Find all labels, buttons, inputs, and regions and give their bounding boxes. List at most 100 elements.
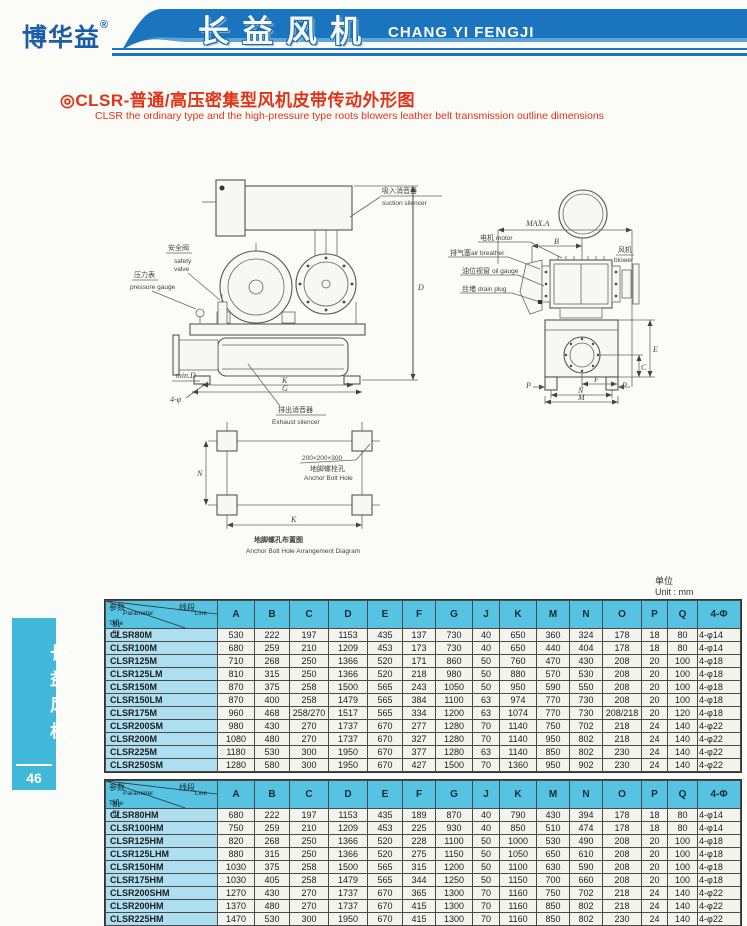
value-cell: 680: [217, 808, 255, 822]
value-cell: 375: [254, 860, 290, 874]
value-cell: 1366: [328, 847, 368, 861]
value-cell: 300: [289, 758, 329, 772]
value-cell: 1030: [217, 860, 255, 874]
value-cell: 430: [569, 654, 603, 668]
exhaust-silencer-label-en: Exhaust silencer: [272, 419, 321, 426]
value-cell: 980: [217, 719, 255, 733]
corner-line-en: Line: [194, 790, 207, 797]
value-cell: 480: [254, 732, 290, 746]
value-cell: 950: [499, 680, 537, 694]
value-cell: 210: [289, 821, 329, 835]
value-cell: 70: [472, 719, 500, 733]
value-cell: 208: [602, 654, 642, 668]
anchor-dim-n-label: N: [196, 469, 203, 478]
value-cell: 258: [289, 680, 329, 694]
value-cell: 590: [536, 680, 570, 694]
value-cell: 650: [499, 641, 537, 655]
value-cell: 960: [217, 706, 255, 720]
value-cell: 208: [602, 860, 642, 874]
value-cell: 860: [435, 654, 473, 668]
value-cell: 1300: [435, 899, 473, 913]
model-cell: CLSR250SM: [105, 758, 218, 772]
value-cell: 218: [402, 667, 436, 681]
value-cell: 950: [536, 732, 570, 746]
value-cell: 730: [435, 628, 473, 642]
value-cell: 670: [367, 886, 403, 900]
value-cell: 474: [569, 821, 603, 835]
value-cell: 415: [402, 899, 436, 913]
value-cell: 315: [254, 667, 290, 681]
value-cell: 24: [641, 732, 668, 746]
value-cell: 4-φ22: [697, 758, 741, 772]
side-tab-brand: 长益风机: [47, 644, 66, 748]
value-cell: 218: [602, 719, 642, 733]
anchor-caption-cn: 地脚螺孔布置图: [254, 535, 303, 544]
column-header: O: [602, 600, 642, 629]
value-cell: 440: [536, 641, 570, 655]
value-cell: 1517: [328, 706, 368, 720]
outline-dimension-drawing: 吸入消音器 suction silencer: [130, 179, 658, 555]
value-cell: 208: [602, 873, 642, 887]
value-cell: 140: [667, 886, 698, 900]
value-cell: 1270: [217, 886, 255, 900]
value-cell: 4-φ14: [697, 641, 741, 655]
anchor-dim-k-label: K: [290, 515, 297, 524]
column-header: 4-Φ: [697, 600, 741, 629]
value-cell: 50: [472, 667, 500, 681]
value-cell: 1050: [435, 680, 473, 694]
value-cell: 225: [402, 821, 436, 835]
value-cell: 730: [435, 641, 473, 655]
value-cell: 63: [472, 693, 500, 707]
value-cell: 4-φ22: [697, 745, 741, 759]
unit-label: 单位 Unit : mm: [655, 576, 694, 597]
value-cell: 80: [667, 808, 698, 822]
model-cell: CLSR150M: [105, 680, 218, 694]
value-cell: 565: [367, 860, 403, 874]
value-cell: 259: [254, 821, 290, 835]
value-cell: 300: [289, 912, 329, 926]
exhaust-silencer-label-cn: 排出消音器: [278, 405, 313, 414]
value-cell: 20: [641, 847, 668, 861]
value-cell: 334: [402, 706, 436, 720]
column-header: 4-Φ: [697, 780, 741, 809]
value-cell: 20: [641, 860, 668, 874]
value-cell: 50: [472, 847, 500, 861]
column-header: G: [435, 780, 473, 809]
column-header: J: [472, 780, 500, 809]
value-cell: 222: [254, 628, 290, 642]
value-cell: 1074: [499, 706, 537, 720]
svg-text:丝堵 drain plug: 丝堵 drain plug: [462, 284, 507, 293]
column-header: J: [472, 600, 500, 629]
value-cell: 710: [217, 654, 255, 668]
value-cell: 1280: [435, 745, 473, 759]
value-cell: 802: [569, 899, 603, 913]
value-cell: 20: [641, 873, 668, 887]
front-view-drawing: 吸入消音器 suction silencer: [130, 179, 442, 426]
corner-param-cn: 参数: [109, 783, 125, 792]
value-cell: 259: [254, 641, 290, 655]
value-cell: 1500: [435, 758, 473, 772]
svg-text:电机 motor: 电机 motor: [480, 233, 513, 242]
value-cell: 218: [602, 732, 642, 746]
corner-param-en: Parameter: [123, 610, 154, 617]
value-cell: 1030: [217, 873, 255, 887]
dim-b-label: B: [554, 237, 559, 246]
column-header: Q: [667, 780, 698, 809]
value-cell: 1370: [217, 899, 255, 913]
value-cell: 178: [602, 821, 642, 835]
safety-valve-label-cn: 安全阀: [168, 243, 189, 252]
value-cell: 468: [254, 706, 290, 720]
value-cell: 63: [472, 745, 500, 759]
value-cell: 1479: [328, 873, 368, 887]
column-header: D: [328, 600, 368, 629]
table-corner-cell: 参数 Parameter 线段 Line 机型 Type: [105, 600, 218, 639]
column-header: O: [602, 780, 642, 809]
value-cell: 189: [402, 808, 436, 822]
value-cell: 1737: [328, 732, 368, 746]
